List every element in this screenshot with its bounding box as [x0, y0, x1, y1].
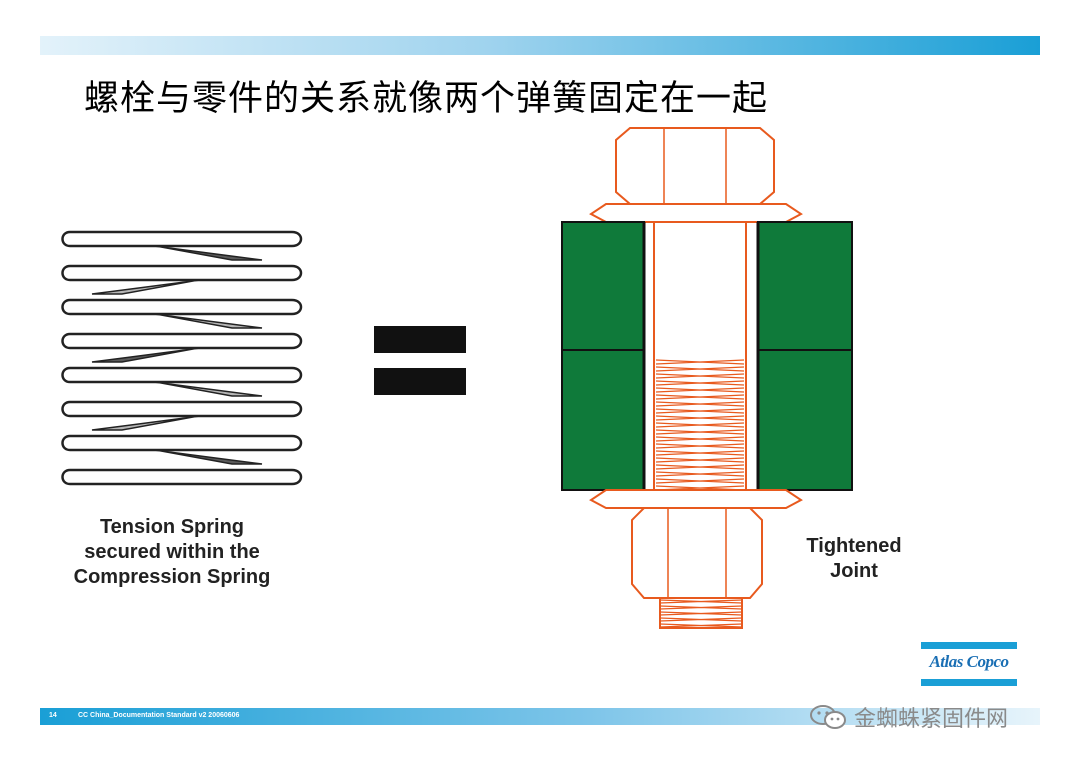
thread-line	[655, 401, 745, 407]
tip-thread-line	[659, 599, 743, 604]
thread-line	[655, 359, 745, 365]
footer-doc-label: CC China_Documentation Standard v2 20060…	[78, 712, 240, 719]
joint-plate-left-lower	[561, 349, 645, 491]
spring-coil	[61, 400, 303, 418]
footer-bar	[40, 708, 1040, 725]
nut	[631, 507, 763, 599]
thread-line	[655, 422, 745, 428]
thread-line	[655, 464, 745, 470]
joint-plate-right-lower	[757, 349, 853, 491]
thread-line	[655, 387, 745, 393]
spring-coil	[61, 434, 303, 452]
spring-illustration	[61, 230, 303, 486]
compression-spring-coils	[61, 230, 303, 486]
tip-thread-line	[659, 605, 743, 610]
watermark: 金蜘蛛紧固件网	[808, 700, 1008, 734]
equals-bar-bottom	[374, 368, 466, 395]
spring-coil	[61, 468, 303, 486]
thread-line	[655, 415, 745, 421]
tension-spring-caption: Tension Spring secured within the Compre…	[73, 516, 271, 588]
thread-line	[655, 394, 745, 400]
bolt-head	[615, 127, 775, 205]
tightened-joint-caption: Tightened Joint	[806, 535, 902, 582]
thread-line	[655, 373, 745, 379]
thread-line	[655, 443, 745, 449]
thread-line	[655, 380, 745, 386]
thread-line	[655, 436, 745, 442]
bolted-joint-illustration	[561, 127, 853, 629]
bolt-shank	[653, 221, 747, 491]
spring-coil	[61, 298, 303, 316]
bolt-tip-outline	[659, 597, 743, 629]
joint-plate-left-upper	[561, 221, 645, 351]
watermark-text: 金蜘蛛紧固件网	[854, 707, 1009, 732]
nut-washer	[589, 489, 803, 509]
spring-coil	[61, 264, 303, 282]
thread-line	[655, 478, 745, 484]
thread-line	[655, 366, 745, 372]
equals-bar-top	[374, 326, 466, 353]
joint-plate-right-upper	[757, 221, 853, 351]
spring-coil	[61, 332, 303, 350]
tip-thread-line	[659, 611, 743, 616]
thread-line	[655, 471, 745, 477]
thread-line	[655, 429, 745, 435]
spring-coil	[61, 366, 303, 384]
tip-thread-line	[659, 623, 743, 628]
spring-coil	[61, 230, 303, 248]
bolt-tip-thread	[659, 597, 743, 629]
top-banner-bar	[40, 36, 1040, 55]
bolt-thread	[655, 359, 745, 491]
tip-thread-line	[659, 617, 743, 622]
thread-line	[655, 408, 745, 414]
equals-sign	[374, 326, 466, 395]
wechat-icon	[810, 705, 846, 729]
thread-line	[655, 457, 745, 463]
atlas-copco-logo: Atlas Copco	[921, 642, 1017, 686]
page-title: 螺栓与零件的关系就像两个弹簧固定在一起	[84, 79, 769, 119]
page-number: 14	[49, 712, 57, 719]
thread-line	[655, 450, 745, 456]
bolt-head-washer	[589, 203, 803, 223]
